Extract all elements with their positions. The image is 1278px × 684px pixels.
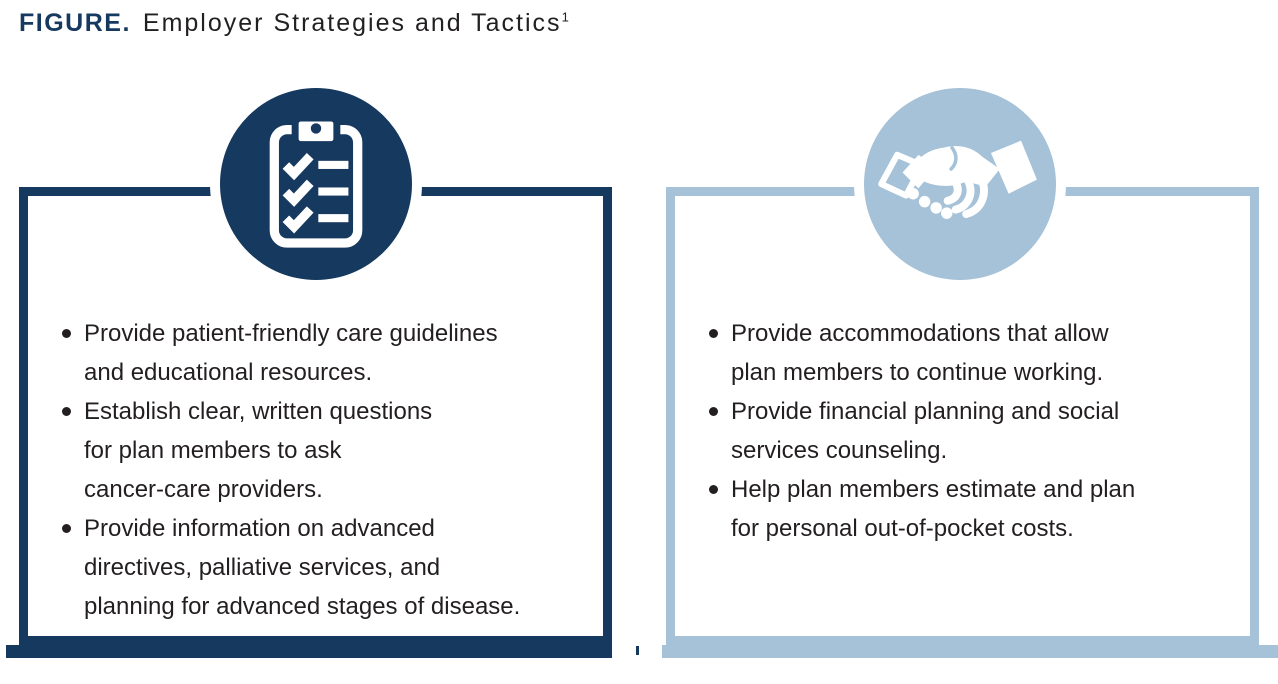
member-support-base-bar: [662, 645, 1278, 658]
checklist-checkmarks: [282, 153, 314, 234]
knuckles: [907, 187, 953, 219]
handshake-icon: [878, 140, 1037, 219]
right-sleeve-cuff: [990, 140, 1037, 194]
figure-footnote-marker: 1: [561, 9, 569, 25]
bullet-item: Provide financial planning and social se…: [709, 392, 1242, 470]
handshake-circle-badge: [864, 88, 1056, 280]
member-support-bullet-list: Provide accommodations that allow plan m…: [675, 196, 1250, 548]
figure-title: Employer Strategies and Tactics: [142, 9, 562, 37]
figure-label: FIGURE.: [19, 9, 131, 37]
bullet-item: Provide accommodations that allow plan m…: [709, 314, 1242, 392]
thumb-line: [949, 145, 958, 171]
clipboard-checklist-icon: [269, 118, 363, 248]
bullet-item: Provide information on advanced directiv…: [62, 509, 595, 626]
checklist-lines: [318, 160, 349, 223]
care-guidance-bullet-list: Provide patient-friendly care guidelines…: [28, 196, 603, 626]
panel-member-support: Provide accommodations that allow plan m…: [666, 187, 1259, 645]
clipboard-clip-hole: [310, 123, 322, 134]
care-guidance-base-bar: [6, 645, 612, 658]
bullet-item: Help plan members estimate and plan for …: [709, 470, 1242, 548]
tick-mark: [636, 646, 639, 655]
bullet-item: Provide patient-friendly care guidelines…: [62, 314, 595, 392]
bullet-item: Establish clear, written questions for p…: [62, 392, 595, 509]
clipboard-circle-badge: [220, 88, 412, 280]
wrapping-fingers: [943, 170, 988, 219]
figure-heading: FIGURE. Employer Strategies and Tactics1: [19, 9, 569, 38]
